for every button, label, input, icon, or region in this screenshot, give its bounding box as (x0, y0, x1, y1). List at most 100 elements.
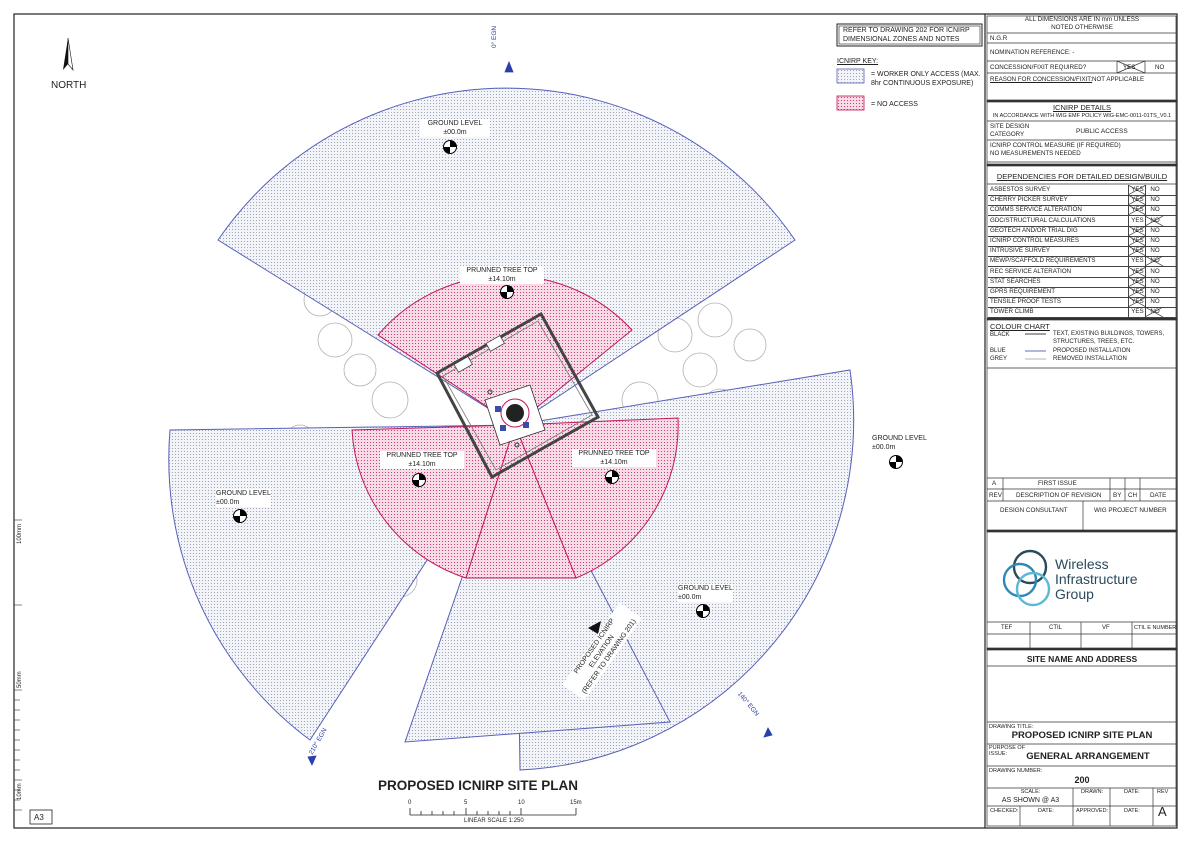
icnirp-details-title: ICNIRP DETAILS (1052, 103, 1112, 112)
colour-blue-desc: PROPOSED INSTALLATION (1053, 348, 1131, 354)
dependency-cross-out (1128, 195, 1146, 206)
dependency-no: NO (1145, 225, 1164, 236)
dependency-yes: YES (1128, 307, 1146, 318)
key-worker-line2: 8hr CONTINUOUS EXPOSURE) (871, 80, 974, 87)
concession-question: CONCESSION/FIXIT REQUIRED? (990, 64, 1087, 71)
level-markers (233, 140, 903, 618)
dependency-no: NO (1145, 287, 1164, 297)
colour-chart-title: COLOUR CHART (990, 322, 1050, 331)
concession-yes: YES (1123, 64, 1136, 71)
date-label-1: DATE: (1124, 789, 1140, 795)
revision-rev: A (992, 480, 997, 487)
logo-line3: Group (1055, 586, 1094, 602)
note-box: REFER TO DRAWING 202 FOR ICNIRP DIMENSIO… (843, 27, 970, 43)
margin-10mm: 10mm (17, 783, 23, 800)
dependency-cross-out (1145, 215, 1163, 226)
dependency-label: TENSILE PROOF TESTS (990, 298, 1062, 306)
reason-value: NOT APPLICABLE (1092, 76, 1145, 83)
dependency-yes: YES (1128, 256, 1146, 267)
dependency-label: ICNIRP CONTROL MEASURES (990, 237, 1080, 244)
tree-top-label-east: PRUNNED TREE TOP±14.10m (572, 449, 656, 467)
concession-no: NO (1155, 64, 1165, 71)
ngr-label: N.G.R (990, 35, 1008, 42)
dependency-label: GDC/STRUCTURAL CALCULATIONS (990, 216, 1096, 224)
dependency-label: GEOTECH AND/OR TRIAL DIG (990, 226, 1078, 234)
dependency-label: REC SERVICE ALTERATION (990, 267, 1072, 275)
rev-header: REV (989, 492, 1002, 499)
dependency-row: GEOTECH AND/OR TRIAL DIGYESNO (988, 225, 1176, 237)
elevation-arrow (588, 621, 601, 634)
key-no-access-swatch (836, 95, 865, 111)
rev-ch-header: CH (1128, 492, 1138, 499)
dependency-row: TENSILE PROOF TESTSYESNO (988, 297, 1176, 309)
dependency-cross-out (1128, 287, 1146, 297)
colour-grey-desc: REMOVED INSTALLATION (1053, 356, 1127, 362)
drawing-heading: PROPOSED ICNIRP SITE PLAN (378, 778, 579, 793)
dependency-no: NO (1145, 297, 1164, 308)
scale-tick-5: 5 (464, 800, 468, 806)
code-vf: VF (1102, 625, 1110, 631)
scale-tick-0: 0 (408, 800, 412, 806)
colour-black-desc: TEXT, EXISTING BUILDINGS, TOWERS,STRUCTU… (1053, 331, 1165, 345)
code-tef: TEF (1001, 625, 1013, 631)
site-name-address: SITE NAME AND ADDRESS (1026, 654, 1138, 664)
dependency-no: NO (1145, 236, 1164, 246)
ground-level-label-west: GROUND LEVEL±00.0m (216, 489, 271, 507)
dependency-row: ICNIRP CONTROL MEASURESYESNO (988, 236, 1176, 247)
ground-level-label-south: GROUND LEVEL±00.0m (678, 584, 733, 602)
dependency-label: ASBESTOS SURVEY (990, 186, 1051, 193)
purpose-of-issue: GENERAL ARRANGEMENT (1026, 751, 1150, 762)
dependency-label: STAT SEARCHES (990, 277, 1041, 285)
dependency-label: GPRS REQUIREMENT (990, 288, 1055, 295)
dependency-label: INTRUSIVE SURVEY (990, 247, 1051, 255)
rev-label: REV (1157, 789, 1169, 795)
colour-grey: GREY (990, 356, 1008, 362)
dependency-row: GDC/STRUCTURAL CALCULATIONSYESNO (988, 215, 1176, 227)
north-label: NORTH (51, 80, 87, 91)
bearing-0: 0° EGN (491, 25, 498, 48)
code-ctil-e: CTIL E NUMBER (1134, 625, 1177, 631)
site-compound (434, 311, 601, 480)
dependency-cross-out (1145, 256, 1163, 267)
dependency-label: MEWP/SCAFFOLD REQUIREMENTS (990, 257, 1096, 265)
dependency-cross-out (1128, 205, 1146, 216)
approved-label: APPROVED: (1076, 808, 1109, 814)
margin-scale (14, 519, 22, 811)
tree-top-label-west: PRUNNED TREE TOP±14.10m (380, 451, 464, 469)
rev-date-header: DATE (1150, 492, 1167, 499)
wig-logo (1002, 549, 1051, 607)
dependency-label: TOWER CLIMB (990, 308, 1034, 316)
dependency-row: COMMS SERVICE ALTERATIONYESNO (988, 205, 1176, 217)
margin-100mm: 100mm (17, 523, 23, 544)
dependency-row: GPRS REQUIREMENTYESNO (988, 287, 1176, 298)
rev-by-header: BY (1113, 492, 1122, 499)
nomination-ref: NOMINATION REFERENCE: - (990, 49, 1075, 56)
dependency-cross-out (1128, 276, 1146, 287)
dependency-no: NO (1145, 246, 1164, 257)
key-worker-swatch (836, 68, 865, 84)
rev-value: A (1158, 804, 1167, 819)
dependency-label: COMMS SERVICE ALTERATION (990, 206, 1082, 214)
key-title: ICNIRP KEY: (837, 58, 879, 65)
scale-tick-15: 15m (570, 800, 582, 806)
dependency-row: STAT SEARCHESYESNO (988, 276, 1176, 288)
date-label-3: DATE: (1124, 808, 1140, 814)
dependency-cross-out (1128, 297, 1146, 308)
dependency-no: NO (1145, 266, 1164, 277)
tree-top-label-north: PRUNNED TREE TOP±14.10m (460, 266, 544, 284)
dependency-cross-out (1128, 225, 1146, 236)
drawing-title: PROPOSED ICNIRP SITE PLAN (1011, 730, 1153, 741)
key-no-access: = NO ACCESS (871, 101, 918, 108)
drawing-number: 200 (1074, 775, 1090, 785)
sheet-size: A3 (34, 813, 44, 822)
margin-50mm: 50mm (17, 671, 23, 688)
emf-policy: IN ACCORDANCE WITH WIG EMF POLICY WIG-EM… (992, 113, 1172, 119)
dependency-row: TOWER CLIMBYESNO (988, 307, 1176, 319)
dependency-row: ASBESTOS SURVEYYESNO (988, 185, 1176, 196)
logo-line1: Wireless (1055, 556, 1109, 572)
scale-value: AS SHOWN @ A3 (1001, 797, 1060, 804)
design-consultant: DESIGN CONSULTANT (1000, 507, 1068, 514)
dependency-cross-out (1128, 266, 1146, 277)
